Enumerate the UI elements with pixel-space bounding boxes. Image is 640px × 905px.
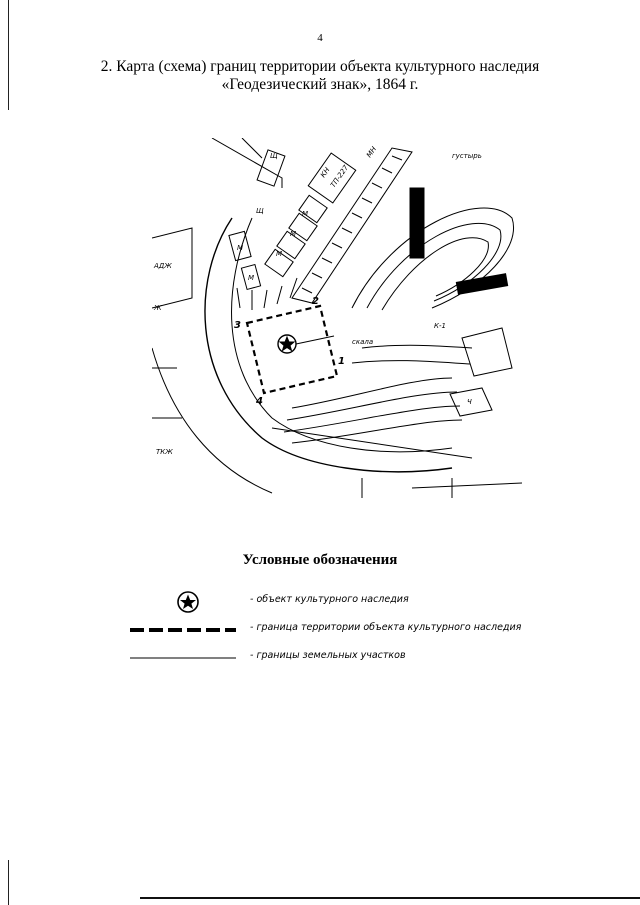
territory-boundary xyxy=(245,304,339,395)
label-ch: Ч xyxy=(467,398,472,406)
label-m: М xyxy=(302,210,308,218)
wall-hatch xyxy=(301,155,403,294)
label-sch: Щ xyxy=(270,152,278,160)
page-number: 4 xyxy=(317,32,323,44)
label-tkzh: ТКЖ xyxy=(156,448,173,456)
retaining-wall xyxy=(291,147,413,304)
building xyxy=(288,212,318,242)
label-zh: Ж xyxy=(153,304,162,312)
label-skala: скала xyxy=(352,338,373,346)
contour-line xyxy=(351,360,471,365)
building xyxy=(256,149,286,187)
contour-line xyxy=(381,237,489,311)
parcel-line xyxy=(152,227,193,309)
building xyxy=(307,152,357,204)
building xyxy=(449,387,493,417)
contour-line xyxy=(291,419,463,444)
title-line-2: «Геодезический знак», 1864 г. xyxy=(221,76,419,93)
slope-hatch xyxy=(236,277,298,310)
page-edge-line xyxy=(8,860,9,905)
label-mn: МН xyxy=(365,145,378,159)
parcel-line xyxy=(241,138,263,159)
road-edge-outer xyxy=(204,217,453,473)
building xyxy=(240,263,262,291)
legend-title: Условные обозначения xyxy=(242,552,398,568)
parcel-line xyxy=(211,138,283,188)
label-m: М xyxy=(290,230,296,238)
building xyxy=(298,194,328,224)
thin-solid-line-icon xyxy=(130,646,240,670)
vertex-1-label: 1 xyxy=(338,356,345,367)
label-m: М xyxy=(248,274,254,282)
road-edge-far xyxy=(152,347,273,494)
label-m: М xyxy=(237,244,243,252)
building xyxy=(461,327,513,377)
parcel-line xyxy=(271,427,473,459)
building xyxy=(276,230,306,260)
legend-item: - граница территории объекта культурного… xyxy=(130,618,550,642)
contour-line xyxy=(361,344,473,349)
legend-text: - граница территории объекта культурного… xyxy=(250,622,522,633)
contour-line xyxy=(283,405,461,433)
vertex-2-label: 2 xyxy=(312,296,319,307)
label-k1: К-1 xyxy=(434,322,446,330)
boundary-map: КН ТП-227 М М М М М Щ Щ МН К-1 скала гус… xyxy=(152,138,522,498)
thick-dashed-line-icon xyxy=(130,618,240,642)
title-line-1: 2. Карта (схема) границ территории объек… xyxy=(100,58,540,75)
label-sch: Щ xyxy=(256,207,264,215)
star-icon xyxy=(278,335,296,352)
label-m: М xyxy=(276,250,282,258)
leader-line xyxy=(295,335,335,345)
building xyxy=(228,230,252,262)
contour-line xyxy=(291,377,453,409)
star-in-circle-icon xyxy=(130,590,240,614)
label-gustyr: густырь xyxy=(452,152,482,160)
contour-line xyxy=(366,222,502,309)
bottom-rule xyxy=(140,897,640,899)
legend-text: - объект культурного наследия xyxy=(250,594,409,605)
vertex-3-label: 3 xyxy=(234,320,241,331)
legend-item: - границы земельных участков xyxy=(130,646,550,670)
page-edge-line xyxy=(8,0,9,110)
road-edge-inner xyxy=(231,217,453,453)
contour-line xyxy=(286,391,458,421)
legend-text: - границы земельных участков xyxy=(250,650,406,661)
page-title: 2. Карта (схема) границ территории объек… xyxy=(80,58,560,94)
vertex-4-label: 4 xyxy=(255,396,263,407)
label-adzh: АДЖ xyxy=(153,262,172,270)
parcel-line xyxy=(411,482,522,489)
stair-block xyxy=(409,187,425,259)
map-drawing: КН ТП-227 М М М М М Щ Щ МН К-1 скала гус… xyxy=(152,138,522,498)
contour-line xyxy=(351,207,514,309)
building xyxy=(264,248,294,278)
stair-block xyxy=(455,273,509,295)
legend-item: - объект культурного наследия xyxy=(130,590,550,614)
label-tp: ТП-227 xyxy=(329,163,350,189)
